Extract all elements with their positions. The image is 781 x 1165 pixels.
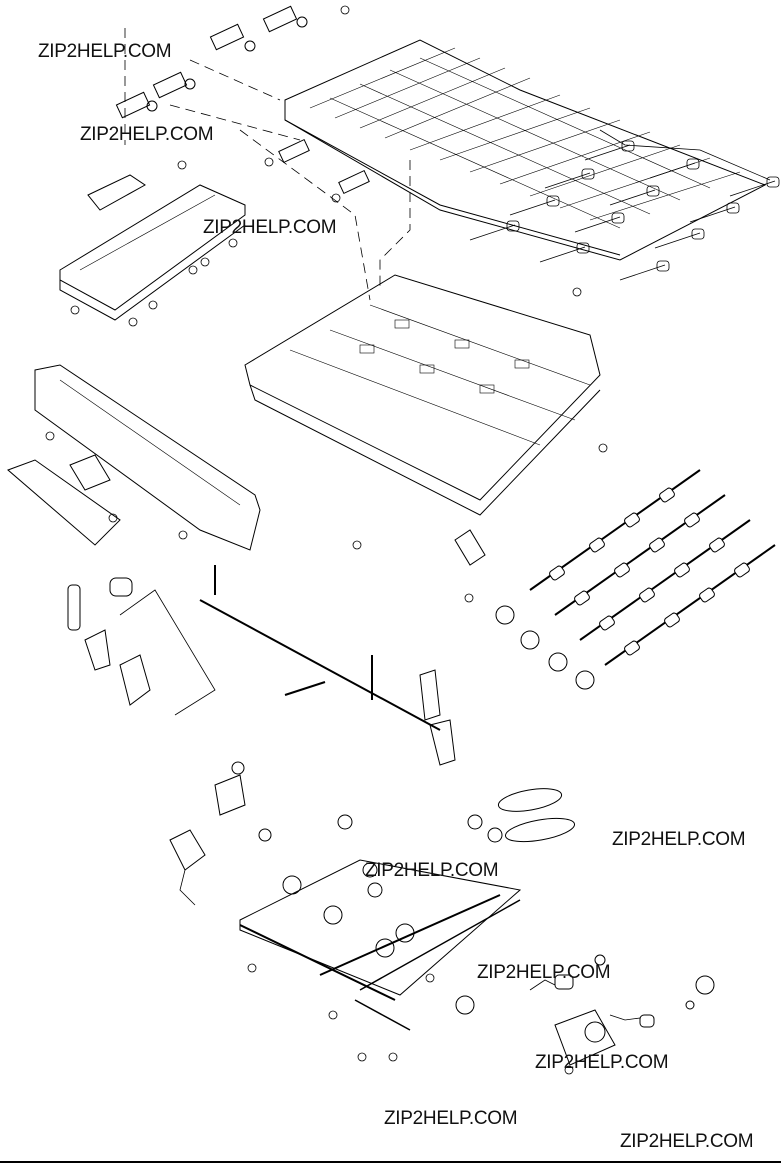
watermark-6: ZIP2HELP.COM — [477, 962, 611, 984]
watermark-text: ZIP2HELP.COM — [620, 1131, 754, 1152]
watermark-text: ZIP2HELP.COM — [535, 1052, 669, 1073]
screws — [45, 5, 608, 1075]
watermark-text: ZIP2HELP.COM — [38, 41, 172, 62]
watermark-text: ZIP2HELP.COM — [384, 1108, 518, 1129]
hinge-brackets — [115, 5, 370, 195]
page-bottom-rule — [0, 1161, 781, 1163]
watermark-text: ZIP2HELP.COM — [477, 962, 611, 983]
feed-rollers — [495, 469, 776, 690]
watermark-text: ZIP2HELP.COM — [80, 124, 214, 145]
watermark-5: ZIP2HELP.COM — [365, 860, 499, 882]
left-cover — [7, 364, 261, 551]
watermark-9: ZIP2HELP.COM — [620, 1131, 754, 1153]
left-plate — [59, 174, 246, 321]
assembly-lines — [124, 28, 411, 301]
watermark-2: ZIP2HELP.COM — [80, 124, 214, 146]
top-tray-grid — [284, 39, 767, 261]
watermark-text: ZIP2HELP.COM — [365, 860, 499, 881]
watermark-8: ZIP2HELP.COM — [384, 1108, 518, 1130]
watermark-4: ZIP2HELP.COM — [612, 829, 746, 851]
watermark-3: ZIP2HELP.COM — [203, 217, 337, 239]
base-frame — [244, 274, 601, 566]
watermark-7: ZIP2HELP.COM — [535, 1052, 669, 1074]
watermark-text: ZIP2HELP.COM — [203, 217, 337, 238]
watermark-text: ZIP2HELP.COM — [612, 829, 746, 850]
watermark-1: ZIP2HELP.COM — [38, 41, 172, 63]
shaft-linkage — [67, 565, 456, 766]
roller-pins — [469, 129, 780, 281]
drive-assembly — [169, 761, 715, 1066]
